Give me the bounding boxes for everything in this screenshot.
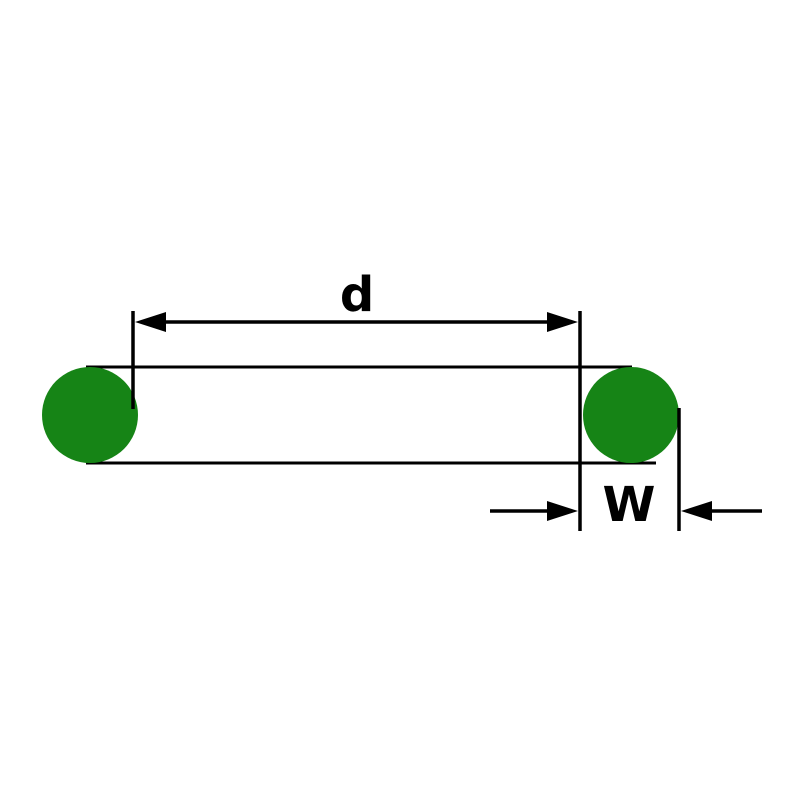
width-arrowhead-right <box>681 501 712 521</box>
oring-right-cross-section <box>583 367 679 463</box>
inner-diameter-arrowhead-right <box>547 312 578 332</box>
cross-section-width-label: W <box>603 477 656 533</box>
width-arrowhead-left <box>547 501 578 521</box>
oring-left-cross-section <box>42 367 138 463</box>
inner-diameter-arrowhead-left <box>135 312 166 332</box>
inner-diameter-label: d <box>340 267 374 323</box>
